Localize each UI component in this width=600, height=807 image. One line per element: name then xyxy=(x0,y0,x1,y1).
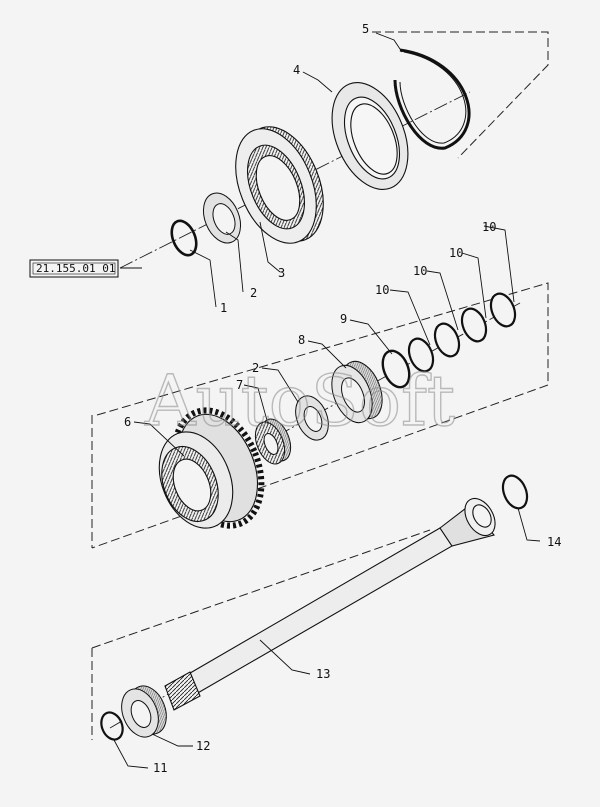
callout-11: 11 xyxy=(153,761,167,775)
callout-1: 1 xyxy=(220,301,227,315)
callout-2-lower: 2 xyxy=(252,361,259,375)
callout-9: 9 xyxy=(340,312,347,326)
callout-3: 3 xyxy=(278,266,285,280)
bearing-part-12 xyxy=(121,685,167,738)
ring-part-1 xyxy=(170,219,198,257)
snap-ring-part-5 xyxy=(393,48,471,150)
callout-8: 8 xyxy=(298,333,305,347)
leader-lines xyxy=(113,32,541,769)
shaft-part-13 xyxy=(164,497,496,711)
friction-hub-part-3 xyxy=(235,126,324,244)
clutch-plate-part-4 xyxy=(331,81,409,191)
callout-10-b: 10 xyxy=(449,246,463,260)
callout-6: 6 xyxy=(124,415,131,429)
reference-code: 21.155.01 01 xyxy=(36,262,115,275)
thrust-washer-part-2 xyxy=(202,192,242,244)
thrust-washer-part-2-lower xyxy=(295,395,329,441)
callout-labels: 5 4 3 2 1 10 10 10 10 9 8 2 7 6 14 13 12… xyxy=(124,22,561,775)
callout-7: 7 xyxy=(236,378,243,392)
ring-part-11 xyxy=(100,711,124,741)
callout-10-d: 10 xyxy=(375,283,389,297)
callout-5: 5 xyxy=(362,22,369,36)
callout-14: 14 xyxy=(547,535,561,549)
callout-12: 12 xyxy=(196,739,210,753)
rings-part-10 xyxy=(407,292,517,373)
group-borders xyxy=(91,31,549,740)
ring-part-9 xyxy=(381,349,411,389)
callout-10-a: 10 xyxy=(482,220,496,234)
bearing-part-8 xyxy=(331,360,383,424)
watermark: AutoSoft xyxy=(144,360,455,442)
needle-bearing-part-7 xyxy=(254,418,292,465)
reference-box: 21.155.01 01 xyxy=(29,259,119,278)
gear-part-6 xyxy=(158,407,265,529)
callout-13: 13 xyxy=(316,667,330,681)
ring-part-14 xyxy=(501,474,529,510)
callout-2: 2 xyxy=(250,286,257,300)
callout-10-c: 10 xyxy=(413,264,427,278)
callout-4: 4 xyxy=(293,63,300,77)
